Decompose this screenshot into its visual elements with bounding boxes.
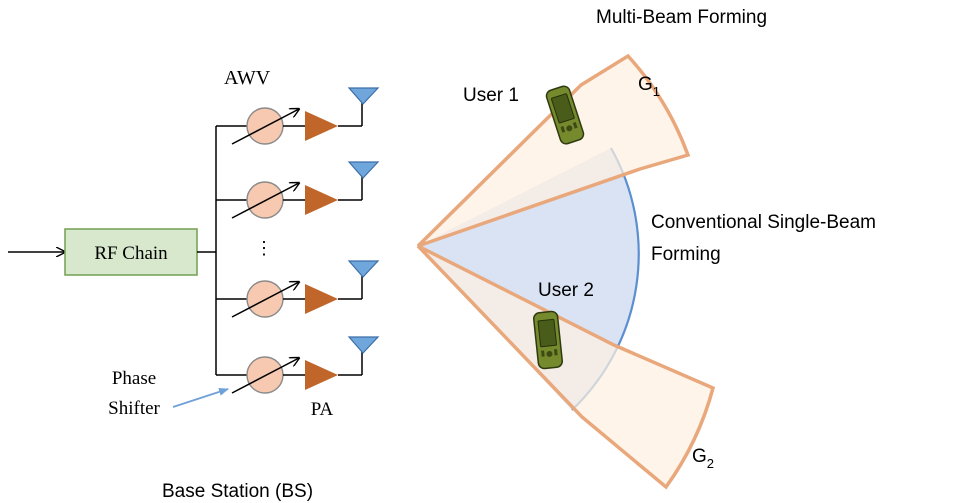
user-2-phone-icon <box>532 310 564 370</box>
phase-label-line2: Shifter <box>108 398 160 419</box>
power-amplifier-icon <box>305 185 338 215</box>
phase-shifter-pointer <box>172 387 229 408</box>
base-station-label: Base Station (BS) <box>162 481 313 502</box>
antenna-branch <box>216 260 380 318</box>
rf-chain-box <box>64 228 198 276</box>
conventional-label-line1: Conventional Single-Beam <box>651 212 876 233</box>
g1-label: G1 <box>638 74 660 99</box>
base-station: RF Chain AWV ⋮ Phase Shifter PA Base Sta… <box>8 67 380 502</box>
vdots: ⋮ <box>255 238 273 258</box>
antenna-branch <box>216 161 380 219</box>
phase-label-line1: Phase <box>112 368 156 389</box>
pa-label: PA <box>311 399 334 420</box>
beam-g2 <box>416 244 716 490</box>
multi-beam-label: Multi-Beam Forming <box>596 7 767 28</box>
power-amplifier-icon <box>305 111 338 141</box>
user-1-label: User 1 <box>463 85 519 106</box>
antenna-branch <box>216 336 380 394</box>
user-1-phone-icon <box>545 85 585 145</box>
power-amplifier-icon <box>305 284 338 314</box>
antenna-icon <box>347 260 380 278</box>
antenna-icon <box>347 87 380 105</box>
beam-g1 <box>416 53 691 248</box>
power-amplifier-icon <box>305 360 338 390</box>
conventional-label-line2: Forming <box>651 244 721 265</box>
beam-pattern <box>416 53 716 490</box>
awv-label: AWV <box>224 67 271 89</box>
antenna-icon <box>347 336 380 354</box>
antenna-branch <box>216 87 380 145</box>
user-2-label: User 2 <box>538 280 594 301</box>
antenna-icon <box>347 161 380 179</box>
rf-chain-label: RF Chain <box>94 243 168 264</box>
g2-label: G2 <box>692 446 714 471</box>
